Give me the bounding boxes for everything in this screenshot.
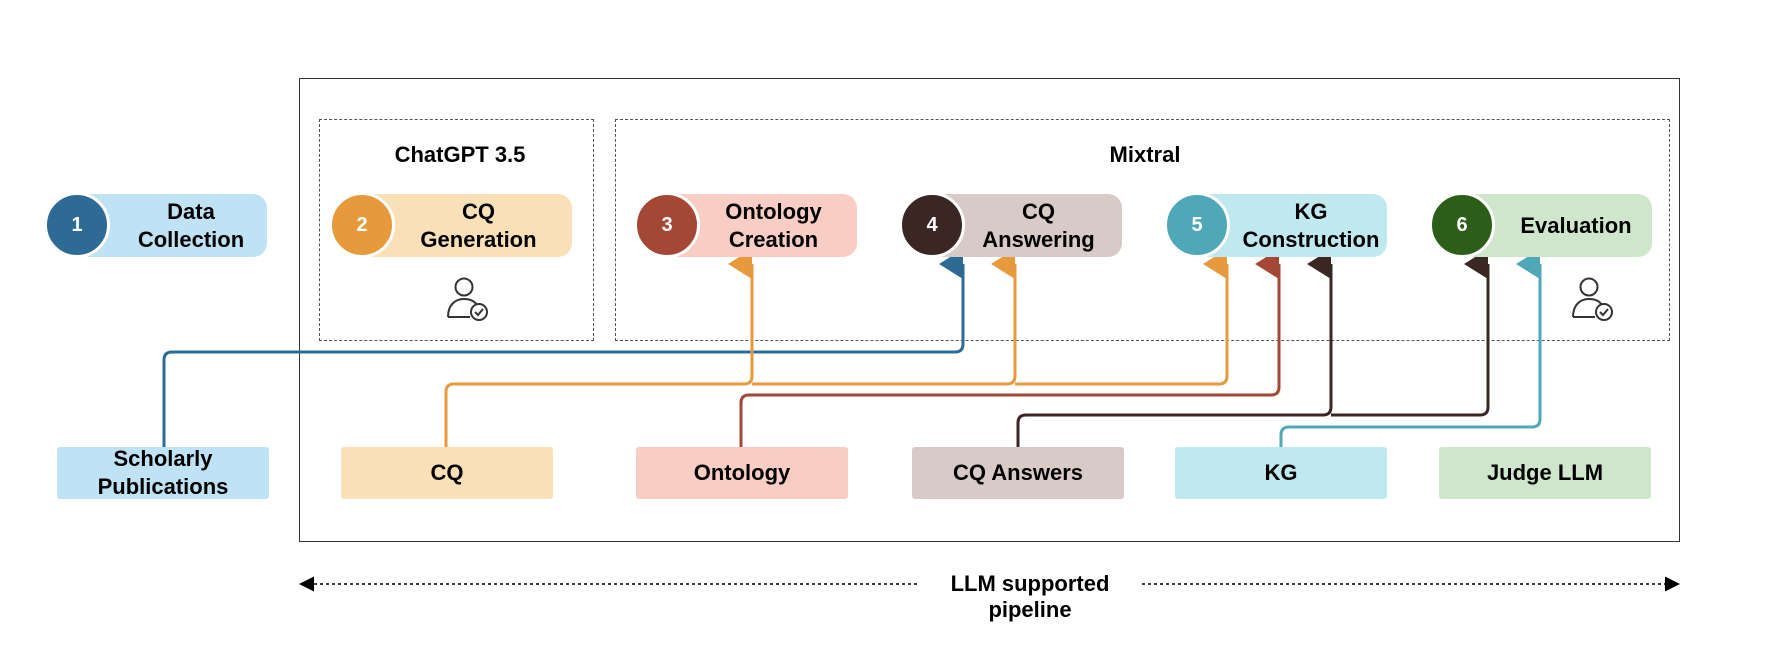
- source-judge-llm: Judge LLM: [1439, 447, 1651, 499]
- step-data-collection: Data Collection: [75, 194, 267, 257]
- step-label: Data Collection: [137, 198, 245, 252]
- step-label: CQ Generation: [420, 198, 537, 252]
- step-number-badge: 6: [1429, 192, 1495, 258]
- pipeline-frame: [299, 78, 1680, 542]
- mixtral-group-box: [615, 119, 1670, 341]
- step-number-badge: 3: [634, 192, 700, 258]
- step-number-badge: 4: [899, 192, 965, 258]
- connector-kg-to-evaluation: [1279, 249, 1542, 447]
- chatgpt-group-label: ChatGPT 3.5: [394, 142, 526, 167]
- source-scholarly-publications: Scholarly Publications: [57, 446, 269, 499]
- step-label: Ontology Creation: [725, 198, 822, 252]
- chatgpt-group-box: [319, 119, 594, 341]
- step-number-badge: 2: [329, 192, 395, 258]
- mixtral-group-label: Mixtral: [1109, 142, 1181, 167]
- step-number-badge: 5: [1164, 192, 1230, 258]
- source-cq: CQ: [341, 447, 553, 499]
- source-cq-answers: CQ Answers: [912, 447, 1124, 499]
- step-evaluation: Evaluation: [1460, 194, 1652, 257]
- source-kg: KG: [1175, 447, 1387, 499]
- connector-cq-to-ontology-creation: [444, 249, 754, 447]
- step-number-badge: 1: [44, 192, 110, 258]
- step-label: KG Construction: [1242, 198, 1380, 252]
- user-check-icon: [1572, 277, 1613, 321]
- step-cq-generation: CQ Generation: [360, 194, 572, 257]
- connector-cq-to-cq-answering: [752, 249, 1017, 386]
- connector-cq-answers-to-kg-construction: [1016, 249, 1333, 447]
- user-check-icon: [447, 277, 488, 321]
- connector-cq-to-kg-construction: [1015, 249, 1229, 386]
- step-label: Evaluation: [1520, 212, 1632, 238]
- connector-cq-answers-to-evaluation: [1331, 249, 1490, 417]
- connector-ontology-to-kg-construction: [739, 249, 1281, 447]
- pipeline-caption: LLM supported pipeline: [920, 571, 1140, 623]
- source-ontology: Ontology: [636, 447, 848, 499]
- connector-publications-to-cq-answering: [162, 249, 965, 447]
- step-label: CQ Answering: [982, 198, 1095, 252]
